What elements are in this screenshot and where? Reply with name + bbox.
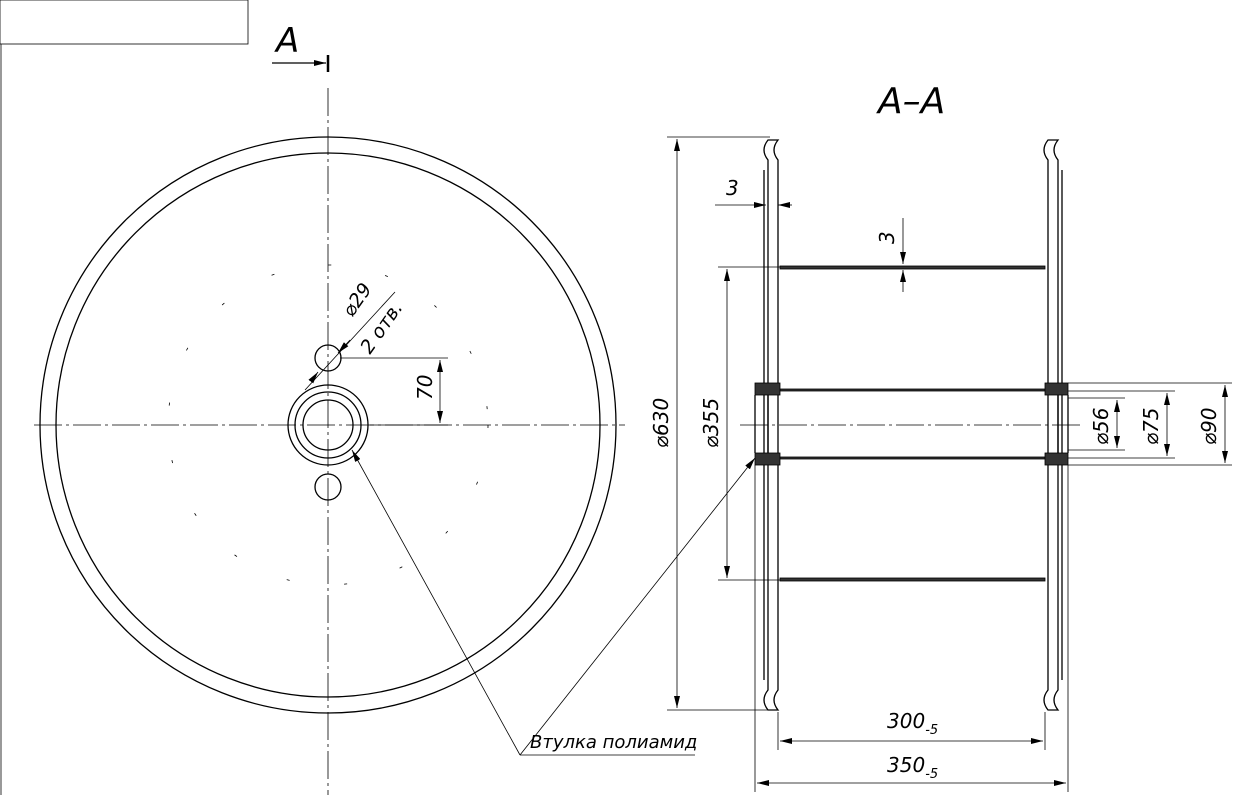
barrel-bottom (779, 577, 1046, 582)
left-hub-bottom (754, 452, 781, 466)
dim-hole-offset: 70 (413, 375, 437, 400)
view-label: А (274, 21, 299, 61)
left-hub-top (754, 382, 781, 396)
dim-hub-dia: ⌀90 (1197, 408, 1221, 446)
bush-callout: Втулка полиамид (351, 449, 756, 756)
callout-text: Втулка полиамид (530, 732, 697, 753)
section-title: А–А (876, 81, 945, 122)
bush-circle (294, 391, 362, 459)
dim-barrel-wall: 3 (875, 231, 899, 244)
flange-outer-circle (39, 136, 617, 714)
dim-barrel-dia: ⌀355 (699, 398, 723, 448)
left-flange (763, 139, 780, 711)
title-block-stub (0, 0, 249, 45)
hole-bottom (314, 473, 342, 501)
hub-outer-circle (287, 384, 369, 466)
dim-outer-width: 350-5 (887, 753, 938, 782)
rib-trace (167, 264, 489, 586)
right-hub-bottom (1044, 452, 1069, 466)
dim-inner-width: 300-5 (887, 709, 938, 738)
right-flange (1043, 139, 1060, 711)
section-indicator-a: А (272, 21, 330, 72)
tube-top (779, 388, 1046, 392)
front-view: 70 ⌀29 2 отв. (34, 88, 625, 795)
dim-hole-dia: ⌀29 (338, 279, 376, 321)
barrel-top (779, 265, 1046, 270)
dim-bush-dia: ⌀75 (1139, 408, 1163, 446)
dim-bore-dia: ⌀56 (1089, 408, 1113, 446)
right-hub-top (1044, 382, 1069, 396)
tube-bottom (779, 456, 1046, 460)
dim-flange-wall: 3 (726, 176, 739, 200)
flange-inner-circle (55, 152, 601, 698)
dim-flange-dia: ⌀630 (649, 398, 673, 448)
section-view: А–А 3 3 ⌀630 (649, 81, 1232, 792)
bore-circle (302, 399, 354, 451)
